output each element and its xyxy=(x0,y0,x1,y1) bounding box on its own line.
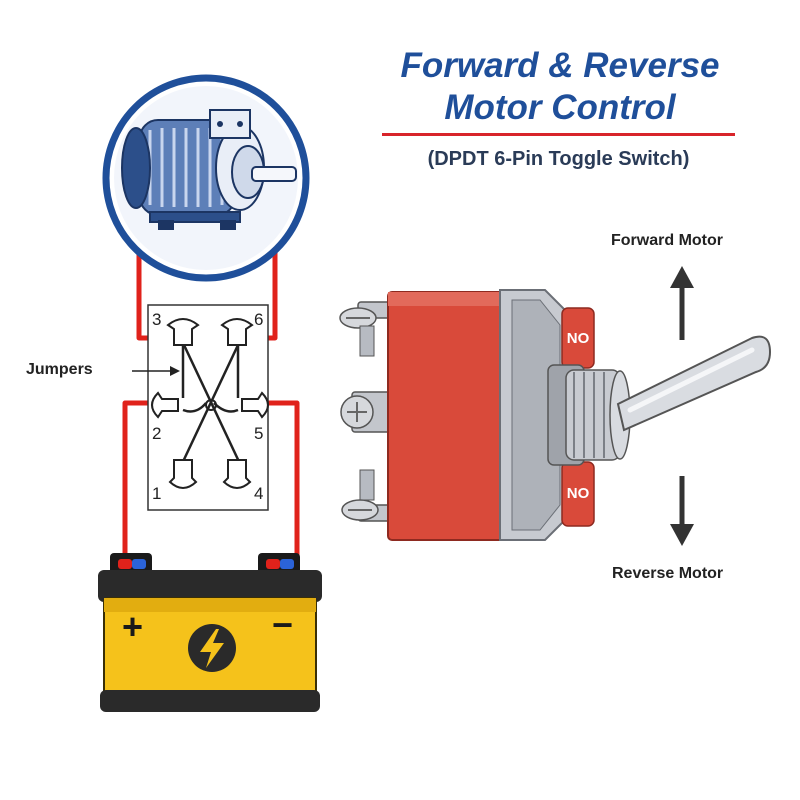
toggle-switch-illustration xyxy=(339,289,772,541)
battery-negative-symbol: − xyxy=(272,604,294,645)
title-line-2: Motor Control xyxy=(444,88,676,127)
switch-block-diagram xyxy=(132,304,269,511)
switch-bottom-no-label: NO xyxy=(566,485,590,502)
pin-3-label: 3 xyxy=(152,310,162,329)
motor-icon xyxy=(102,74,310,282)
forward-motor-label: Forward Motor xyxy=(611,232,723,249)
jumper-wires xyxy=(178,344,244,469)
pin-5-label: 5 xyxy=(254,424,264,443)
subtitle: (DPDT 6-Pin Toggle Switch) xyxy=(427,148,690,170)
switch-screws xyxy=(339,301,393,522)
switch-terminals xyxy=(151,318,269,489)
pin-4-label: 4 xyxy=(254,484,264,503)
reverse-motor-label: Reverse Motor xyxy=(612,565,724,582)
wire-battery-negative xyxy=(262,400,300,565)
pin-1-label: 1 xyxy=(152,484,162,503)
up-arrow-icon xyxy=(670,266,694,340)
lightning-bolt-icon xyxy=(188,624,236,672)
title-line-1: Forward & Reverse xyxy=(400,46,720,85)
battery-positive-symbol: + xyxy=(122,606,144,647)
pin-6-label: 6 xyxy=(254,310,264,329)
down-arrow-icon xyxy=(670,476,694,546)
jumpers-label: Jumpers xyxy=(26,361,93,378)
title-divider xyxy=(382,133,735,136)
pin-2-label: 2 xyxy=(152,424,162,443)
battery-icon xyxy=(98,553,322,712)
switch-top-no-label: NO xyxy=(566,330,590,347)
